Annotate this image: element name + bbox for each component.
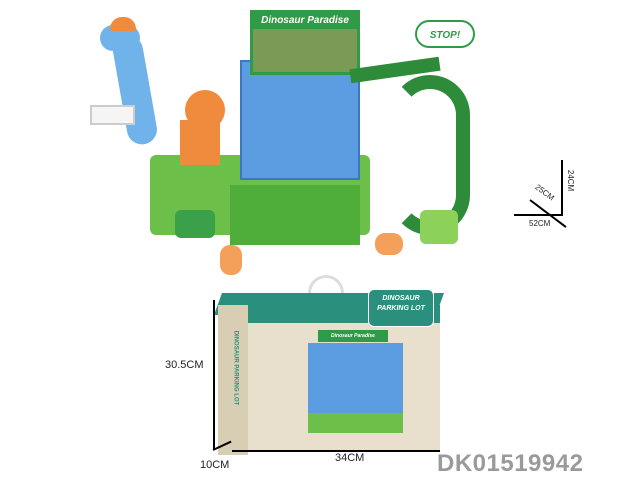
green-car: [420, 210, 458, 244]
box-dimension-vertical: [213, 300, 215, 450]
box-logo: DINOSAUR PARKING LOT: [368, 289, 434, 327]
dimension-line-horizontal: [514, 214, 562, 216]
box-depth-label: 10CM: [200, 459, 230, 471]
crane-tower: [180, 120, 220, 165]
playset-image: Dinosaur Paradise STOP!: [90, 5, 510, 275]
green-car: [175, 210, 215, 238]
box-width-label: 34CM: [335, 452, 365, 464]
orange-dinosaur-figure: [375, 233, 403, 255]
box-handle: [308, 275, 344, 299]
dimension-line-vertical: [561, 160, 563, 216]
sign-board: Dinosaur Paradise: [250, 10, 360, 75]
box-side: [218, 305, 248, 455]
playset-base-front: [230, 185, 360, 245]
crane-basket: [90, 105, 135, 125]
dinosaur-helmet: [110, 17, 136, 31]
parking-tower: [240, 60, 360, 180]
product-box: DINOSAUR PARKING LOT Dinosaur Paradise D…: [213, 275, 445, 455]
box-side-title: DINOSAUR PARKING LOT: [232, 330, 239, 406]
toy-depth-label: 25CM: [533, 182, 556, 203]
toy-height-label: 24CM: [566, 169, 576, 192]
orange-dinosaur-figure: [220, 245, 242, 275]
billboard: STOP!: [415, 20, 475, 48]
box-dimension-horizontal: [232, 450, 440, 452]
toy-width-label: 52CM: [529, 219, 551, 228]
sign-title: Dinosaur Paradise: [253, 13, 357, 29]
box-playset-picture: [308, 343, 403, 433]
product-code: DK01519942: [437, 450, 584, 477]
box-title-line2: PARKING LOT: [377, 305, 425, 312]
box-height-label: 30.5CM: [165, 359, 204, 371]
box-title-line1: DINOSAUR: [382, 295, 420, 302]
box-inner-sign: Dinosaur Paradise: [318, 330, 388, 342]
